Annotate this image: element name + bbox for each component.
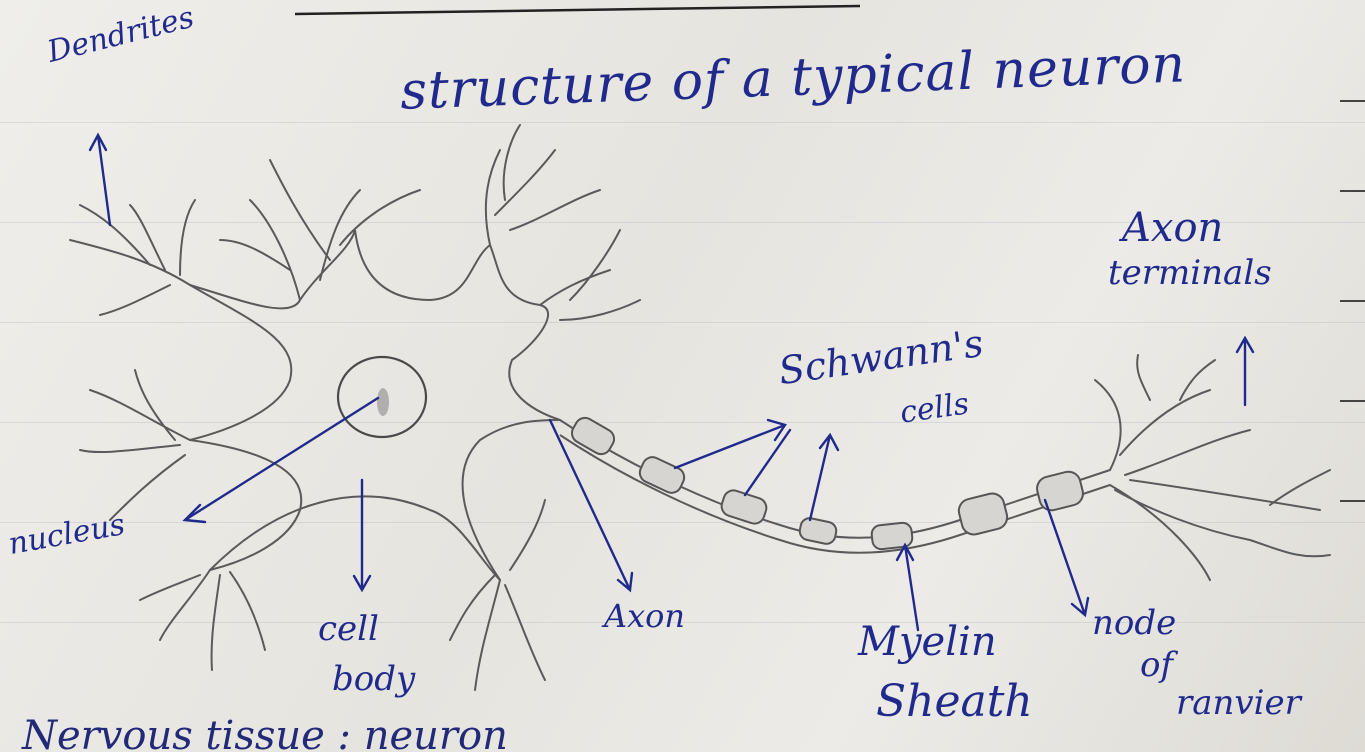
label-axon-terminals-line2: terminals [1108, 256, 1272, 290]
label-node-line3: ranvier [1176, 686, 1301, 720]
label-axon-terminals-line1: Axon [1122, 208, 1223, 248]
label-myelin-line1: Myelin [858, 622, 997, 662]
label-arrows [90, 135, 1253, 630]
label-axon: Axon [604, 600, 685, 632]
axon-terminal-branches [1095, 355, 1330, 580]
label-node-line2: of [1140, 648, 1173, 682]
footer-heading: Nervous tissue : neuron [22, 716, 508, 752]
label-node-line1: node [1092, 606, 1176, 640]
cell-body-outline [190, 230, 560, 580]
page-edge-mark [1340, 500, 1365, 502]
page-edge-mark [1340, 100, 1365, 102]
label-myelin-line2: Sheath [876, 680, 1033, 724]
page-edge-mark [1340, 190, 1365, 192]
dendrite-branches [70, 125, 640, 690]
nucleus [338, 357, 426, 437]
top-rule-line [295, 6, 860, 14]
myelin-segments [568, 414, 1085, 550]
label-cell-body-line1: cell [318, 612, 379, 646]
page-edge-mark [1340, 400, 1365, 402]
page-edge-mark [1340, 300, 1365, 302]
label-cell-body-line2: body [332, 662, 415, 696]
